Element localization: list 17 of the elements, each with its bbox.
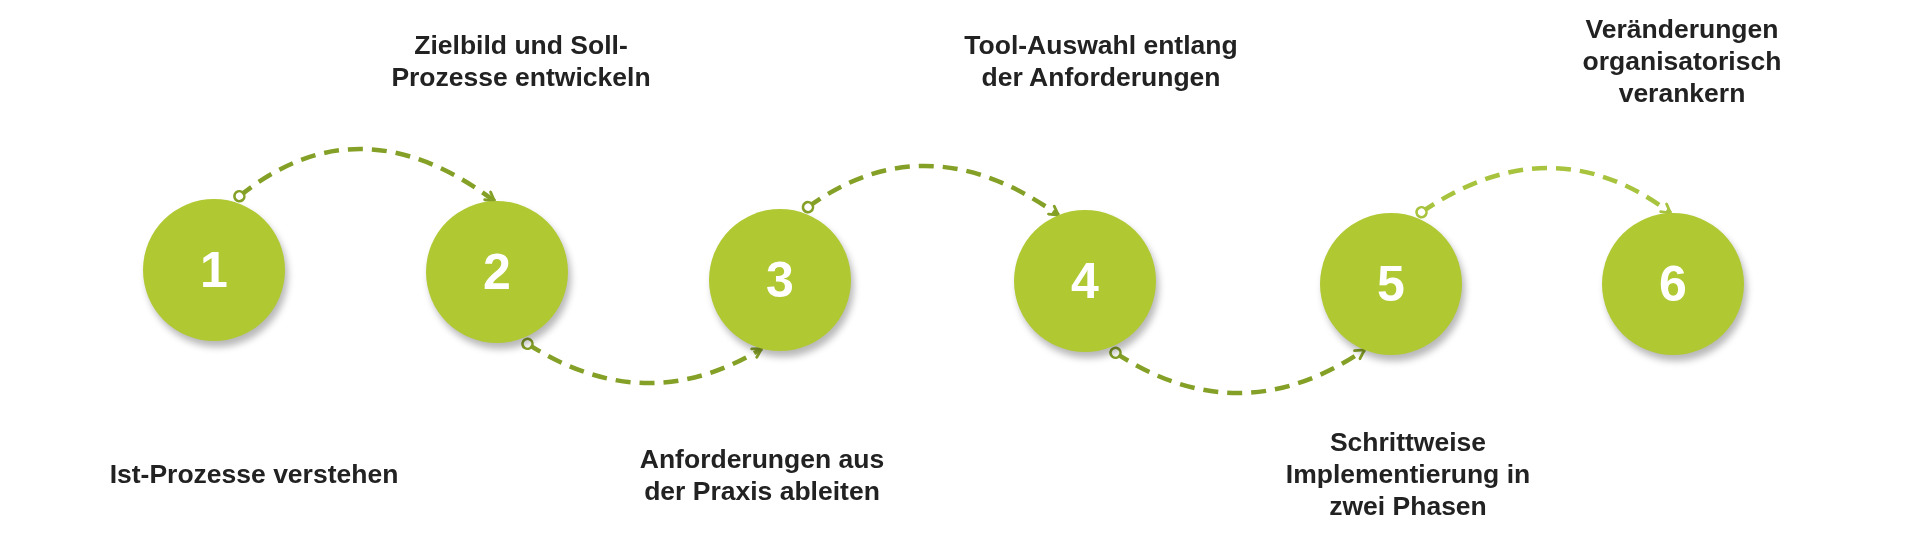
dashed-arrow xyxy=(1415,165,1672,219)
step-caption: Anforderungen aus der Praxis ableiten xyxy=(638,443,886,507)
step-number: 1 xyxy=(200,245,228,295)
dashed-arrow xyxy=(521,337,764,386)
step-caption: Ist-Prozesse verstehen xyxy=(108,458,400,490)
dashed-arrow xyxy=(233,146,496,203)
step-number: 4 xyxy=(1071,256,1099,306)
step-number: 3 xyxy=(766,255,794,305)
step-caption: Veränderungen organisatorisch verankern xyxy=(1581,13,1783,109)
dashed-arrow xyxy=(801,163,1060,218)
step-caption: Schrittweise Implementierung in zwei Phasen xyxy=(1284,426,1532,522)
dashed-arrow xyxy=(1109,346,1366,396)
step-number: 6 xyxy=(1659,259,1687,309)
step-number: 5 xyxy=(1377,259,1405,309)
step-number: 2 xyxy=(483,247,511,297)
step-caption: Tool-Auswahl entlang der Anforderungen xyxy=(963,29,1239,93)
step-caption: Zielbild und Soll- Prozesse entwickeln xyxy=(390,29,652,93)
